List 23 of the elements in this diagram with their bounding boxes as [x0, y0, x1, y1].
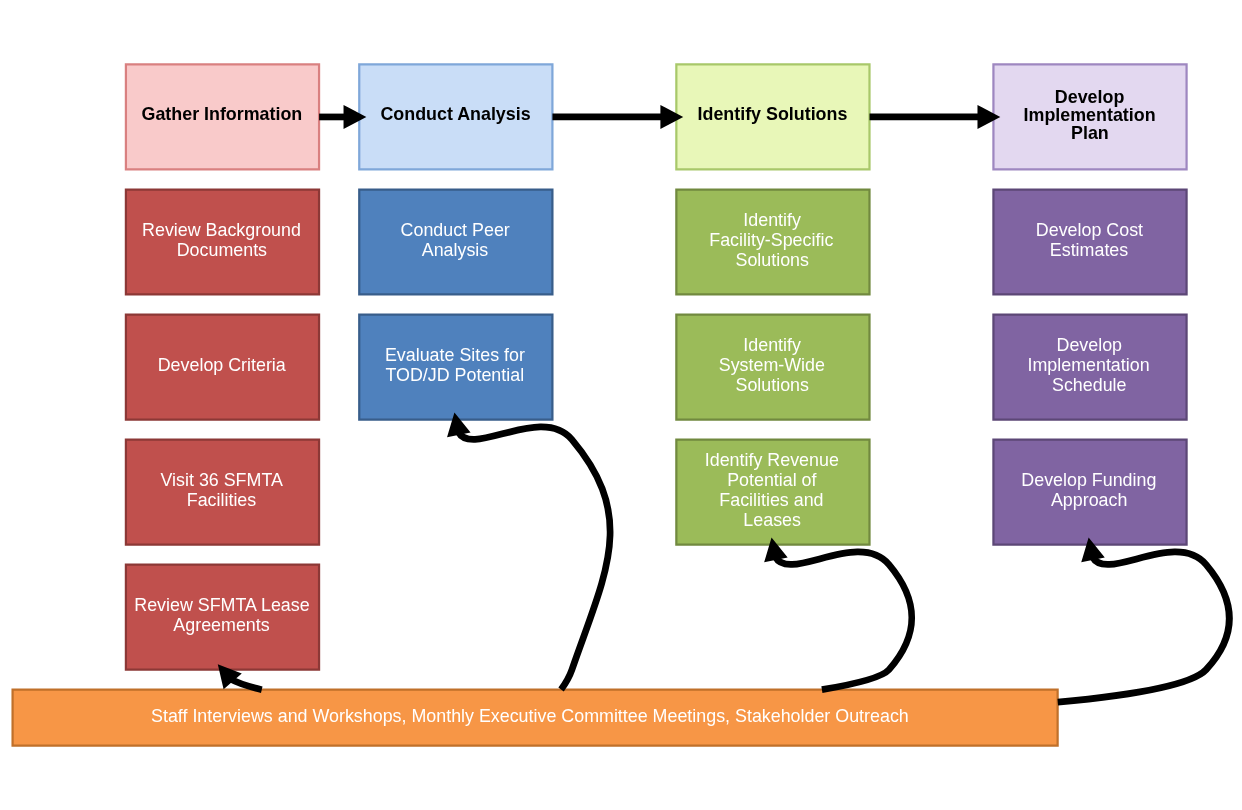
arrow	[319, 104, 367, 129]
node-box: Visit 36 SFMTA Facilities	[124, 438, 321, 546]
node-box: Identify Facility-Specific Solutions	[675, 188, 871, 296]
node-box: Gather Information	[124, 63, 321, 171]
node-box: Develop Cost Estimates	[992, 188, 1188, 296]
node-box: Evaluate Sites for TOD/JD Potential	[358, 313, 554, 421]
arrow	[447, 412, 614, 692]
node-box: Develop Implementation Plan	[992, 63, 1188, 171]
node-box: Conduct Analysis	[358, 63, 554, 171]
node-box: Conduct Peer Analysis	[358, 188, 554, 296]
node-box: Identify Revenue Potential of Facilities and Leases	[675, 438, 871, 546]
arrow	[552, 104, 684, 129]
node-box: Develop Criteria	[124, 313, 321, 421]
node-box: Review Background Documents	[124, 188, 321, 296]
node-box: Identify System-Wide Solutions	[675, 313, 871, 421]
node-box: Develop Funding Approach	[992, 438, 1188, 546]
arrow	[869, 104, 1001, 129]
node-box: Staff Interviews and Workshops, Monthly Executive Committee Meetings, Stakeholder Outreach	[11, 688, 1059, 747]
arrow	[1057, 537, 1233, 706]
arrow	[217, 664, 263, 693]
node-box: Develop Implementation Schedule	[992, 313, 1188, 421]
node-box: Review SFMTA Lease Agreements	[124, 563, 321, 671]
node-box: Identify Solutions	[675, 63, 871, 171]
